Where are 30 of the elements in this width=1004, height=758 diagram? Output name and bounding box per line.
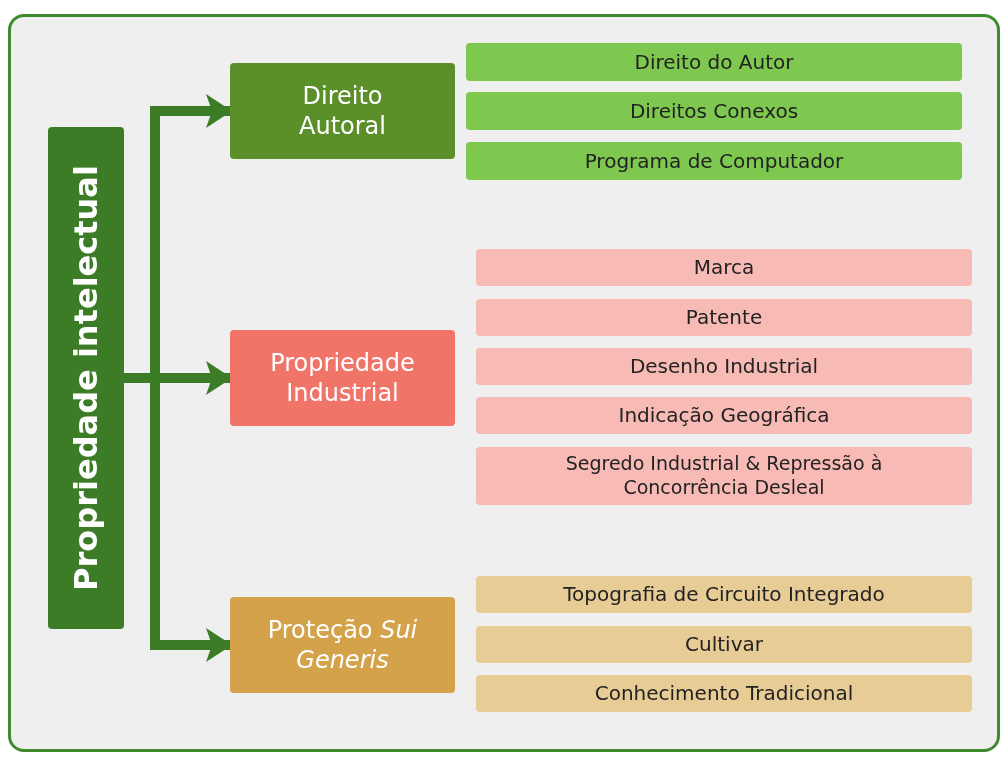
root-box [48, 127, 124, 629]
item-box [476, 397, 972, 434]
item-box [476, 447, 972, 505]
item-box [476, 249, 972, 286]
category-box [230, 63, 455, 159]
category-box [230, 597, 455, 693]
box-text: Direito Autoral [298, 81, 387, 141]
box-text: Topografia de Circuito Integrado [563, 582, 885, 607]
box-text: Direitos Conexos [629, 98, 799, 124]
vertical-title: Propriedade intelectual [66, 165, 106, 591]
box-text: Indicação Geográfica [618, 403, 830, 428]
item-box [476, 626, 972, 663]
box-text: Cultivar [685, 632, 763, 657]
box-text: Propriedade Industrial [269, 348, 416, 408]
item-box [466, 92, 962, 130]
box-text: Programa de Computador [584, 148, 844, 174]
category-box [230, 330, 455, 426]
box-text: Proteção Sui Generis [266, 615, 419, 675]
item-box [466, 43, 962, 81]
box-text: Marca [693, 255, 755, 280]
item-box [476, 348, 972, 385]
box-text: Conhecimento Tradicional [594, 681, 854, 706]
item-box [476, 675, 972, 712]
item-box [466, 142, 962, 180]
box-text: Patente [685, 305, 763, 330]
item-box [476, 299, 972, 336]
box-text: Segredo Industrial & Repressão à Concorrência Desleal [564, 452, 884, 500]
box-text: Direito do Autor [634, 49, 794, 75]
box-text: Desenho Industrial [629, 354, 819, 379]
item-box [476, 576, 972, 613]
